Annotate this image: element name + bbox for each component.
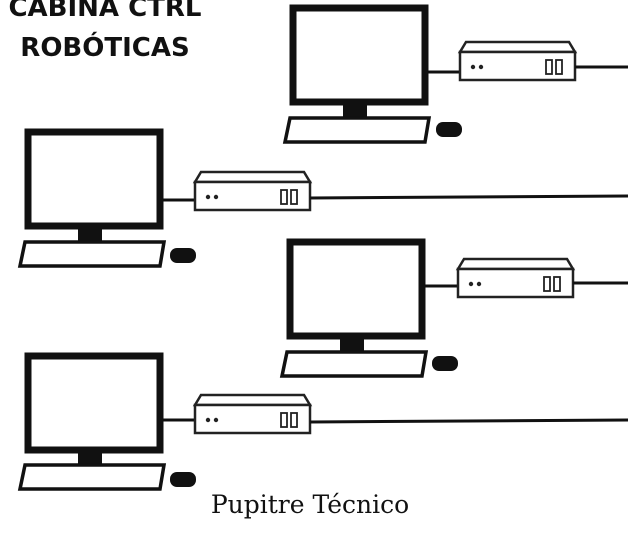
monitor-icon bbox=[293, 8, 425, 129]
keyboard-icon bbox=[18, 240, 166, 268]
workstation-2 bbox=[18, 132, 628, 268]
workstation-1 bbox=[283, 8, 628, 144]
mouse-icon bbox=[170, 472, 196, 487]
workstation-3 bbox=[280, 242, 628, 378]
mouse-icon bbox=[436, 122, 462, 137]
server-box-icon bbox=[458, 40, 577, 82]
keyboard-icon bbox=[280, 350, 428, 378]
server-box-icon bbox=[193, 393, 312, 435]
monitor-icon bbox=[28, 356, 160, 477]
diagram-caption: Pupitre Técnico bbox=[210, 490, 410, 519]
mouse-icon bbox=[170, 248, 196, 263]
keyboard-icon bbox=[18, 463, 166, 491]
server-box-icon bbox=[193, 170, 312, 212]
diagram-title: CABINA CTRL ROBÓTICAS bbox=[0, 0, 210, 68]
title-line-1: CABINA CTRL bbox=[8, 0, 202, 23]
title-line-2: ROBÓTICAS bbox=[20, 33, 190, 63]
server-box-icon bbox=[456, 257, 575, 299]
network-link bbox=[309, 194, 628, 200]
keyboard-icon bbox=[283, 116, 431, 144]
network-link bbox=[309, 418, 628, 424]
workstation-4 bbox=[18, 356, 628, 491]
monitor-icon bbox=[28, 132, 160, 253]
mouse-icon bbox=[432, 356, 458, 371]
monitor-icon bbox=[290, 242, 422, 363]
